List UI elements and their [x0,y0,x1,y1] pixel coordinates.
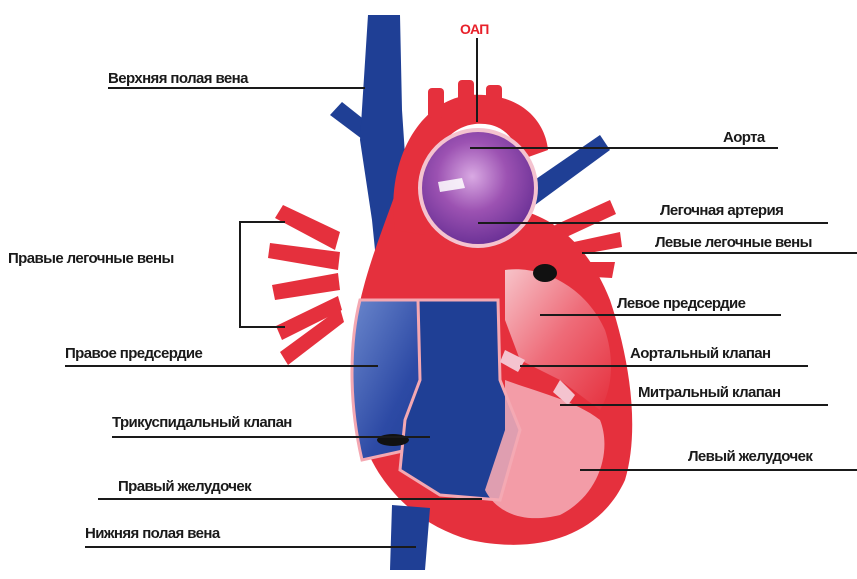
label-left-ventricle: Левый желудочек [688,448,812,466]
label-left-pulmonary-veins: Левые легочные вены [655,234,812,252]
tricuspid-valve-mark [377,434,409,446]
label-aorta: Аорта [723,129,765,147]
label-aortic-valve: Аортальный клапан [630,345,770,363]
left-pulmonary-vein-opening [533,264,557,282]
label-pulmonary-artery: Легочная артерия [660,202,783,220]
label-left-atrium: Левое предсердие [617,295,745,313]
label-oap: ОАП [460,20,489,38]
label-right-atrium: Правое предсердие [65,345,202,363]
label-right-pulmonary-veins: Правые легочные вены [8,250,174,268]
leader-right-pulmonary-veins [240,222,285,327]
label-mitral-valve: Митральный клапан [638,384,780,402]
inferior-vena-cava [390,505,430,570]
label-inferior-vena-cava: Нижняя полая вена [85,525,220,543]
label-superior-vena-cava: Верхняя полая вена [108,70,248,88]
label-right-ventricle: Правый желудочек [118,478,251,496]
label-tricuspid-valve: Трикуспидальный клапан [112,414,292,432]
right-pulmonary-veins [268,205,344,365]
